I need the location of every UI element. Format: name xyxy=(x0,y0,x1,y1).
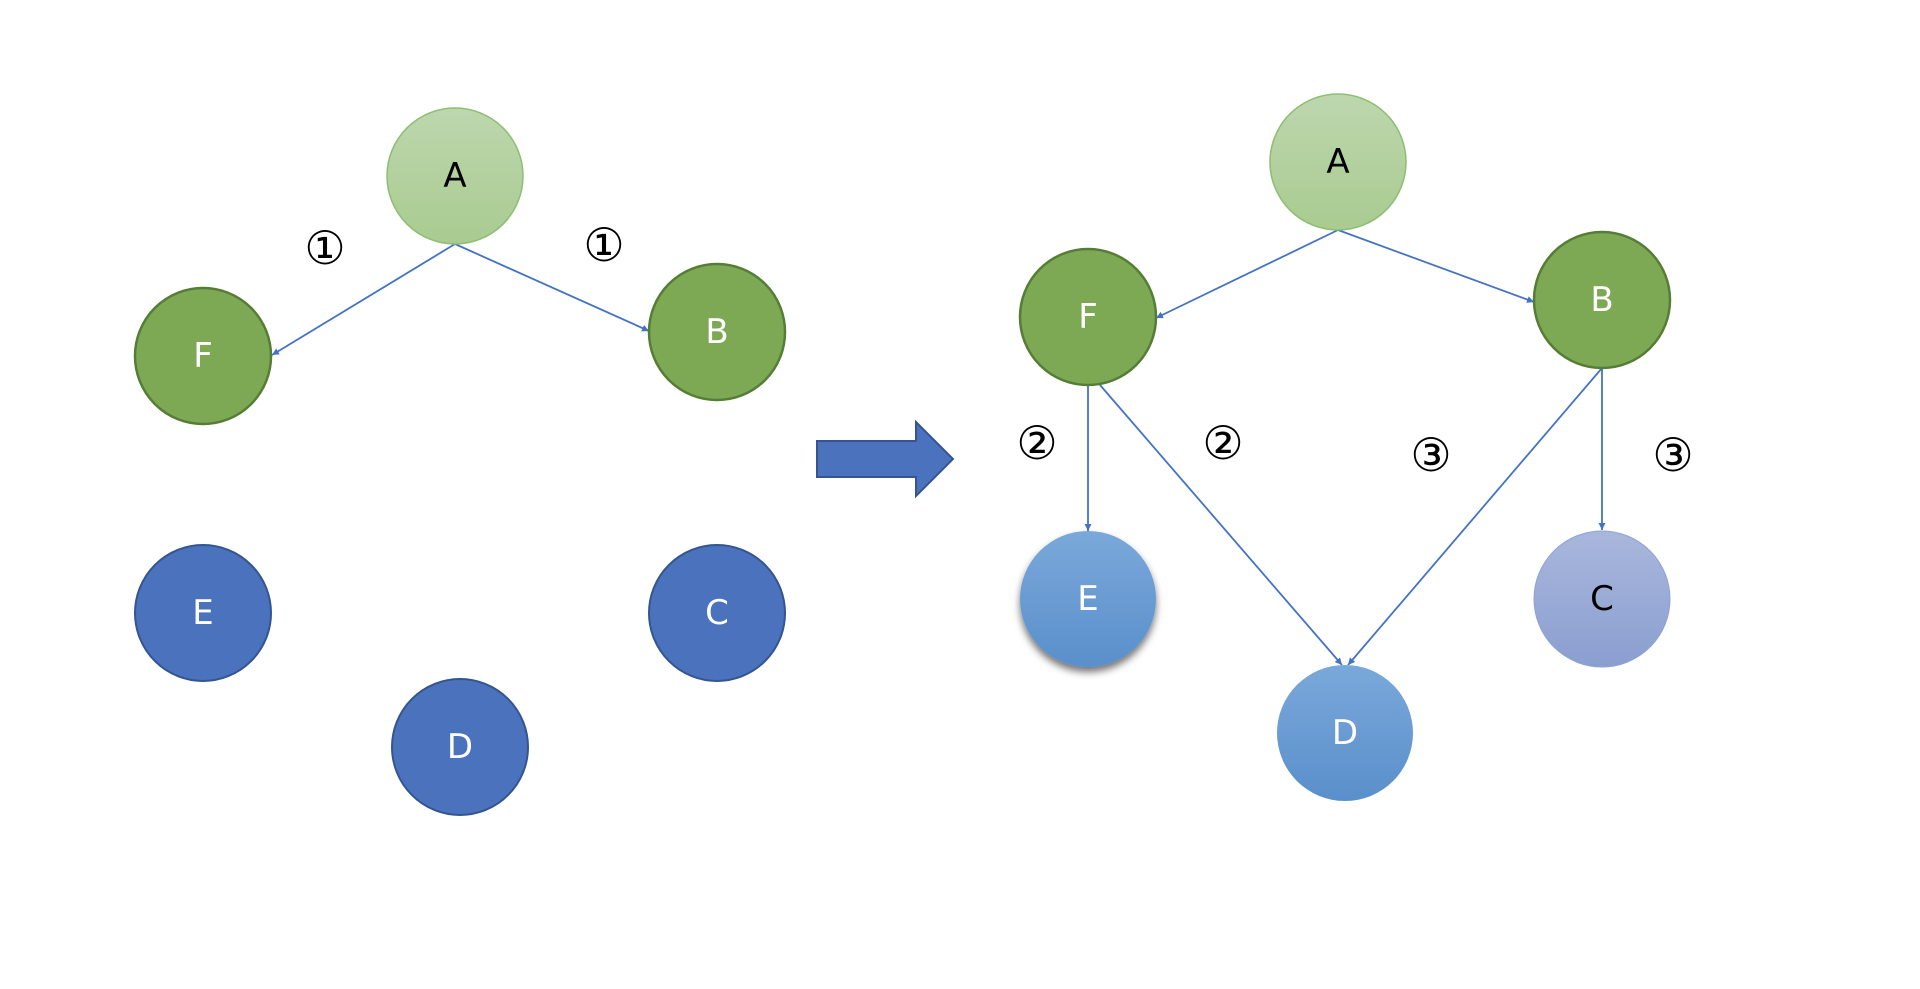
node-label: D xyxy=(1332,713,1358,753)
node-circle xyxy=(1018,247,1158,387)
before-node-c: C xyxy=(648,544,786,682)
node-circle xyxy=(648,544,786,682)
after-edge-f-to-d xyxy=(1099,384,1343,666)
after-step-label: ② xyxy=(1202,416,1243,470)
node-circle xyxy=(133,286,273,426)
big-right-arrow-icon xyxy=(816,419,955,499)
before-node-a: A xyxy=(386,107,524,245)
node-label: B xyxy=(1590,280,1613,320)
node-circle xyxy=(1277,665,1413,801)
after-step-label: ② xyxy=(1016,416,1057,470)
after-step-label: ③ xyxy=(1652,428,1693,482)
node-label: C xyxy=(705,593,729,633)
before-step-label: ① xyxy=(304,221,345,275)
node-circle xyxy=(386,107,524,245)
after-node-b: B xyxy=(1532,230,1672,370)
step-labels-layer: ① ① ② ② ③ ③ xyxy=(304,218,1693,482)
node-circle xyxy=(134,544,272,682)
before-node-f: F xyxy=(133,286,273,426)
after-edge-a-to-f xyxy=(1155,229,1339,319)
after-node-a: A xyxy=(1269,93,1407,231)
node-label: B xyxy=(705,312,728,352)
after-node-c: C xyxy=(1533,530,1671,668)
after-node-d: D xyxy=(1277,665,1413,801)
node-circle xyxy=(1269,93,1407,231)
node-label: D xyxy=(447,727,473,767)
node-label: E xyxy=(192,593,213,633)
node-label: A xyxy=(1326,142,1349,182)
after-step-label: ③ xyxy=(1410,428,1451,482)
nodes-layer: A F B E C D A F B E D C xyxy=(133,93,1672,816)
node-circle xyxy=(647,262,787,402)
after-node-f: F xyxy=(1018,247,1158,387)
node-label: E xyxy=(1077,579,1098,619)
before-edge-a-to-f xyxy=(271,243,456,356)
before-node-d: D xyxy=(391,678,529,816)
edges-layer xyxy=(271,229,1606,666)
before-node-e: E xyxy=(134,544,272,682)
after-node-e: E xyxy=(1020,531,1156,667)
before-node-b: B xyxy=(647,262,787,402)
before-step-label: ① xyxy=(583,218,624,272)
node-label: A xyxy=(443,156,466,196)
before-edge-a-to-b xyxy=(454,243,650,332)
node-circle xyxy=(1020,531,1156,667)
node-label: F xyxy=(193,336,213,376)
after-edge-b-to-d xyxy=(1347,367,1603,666)
node-label: C xyxy=(1590,579,1614,619)
node-label: F xyxy=(1078,297,1098,337)
node-circle xyxy=(1532,230,1672,370)
node-circle xyxy=(1533,530,1671,668)
after-edge-a-to-b xyxy=(1337,229,1535,303)
node-circle xyxy=(391,678,529,816)
